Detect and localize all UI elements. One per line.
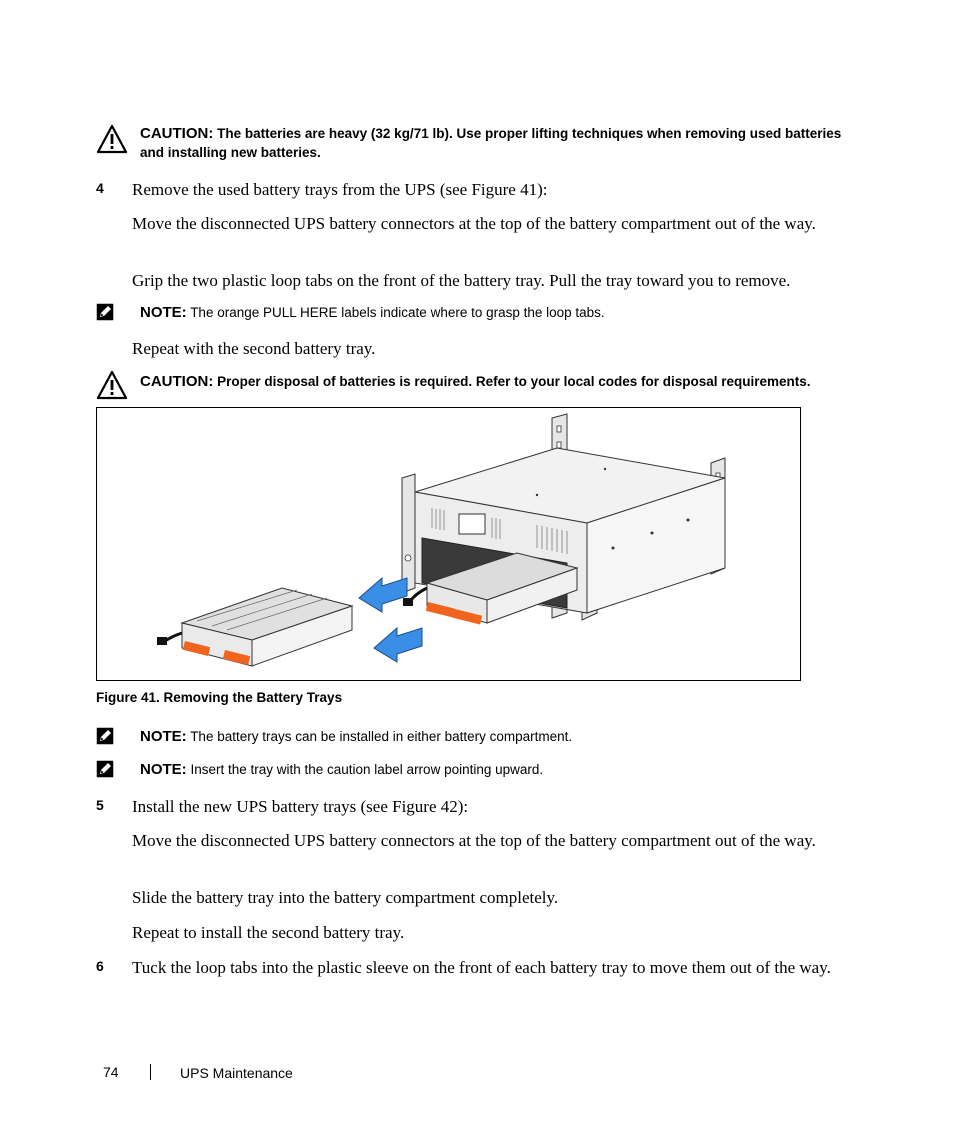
caution-label: CAUTION: [140, 373, 214, 390]
note-label: NOTE: [140, 728, 187, 745]
step-number: 4 [96, 180, 104, 196]
step-4-text: Remove the used battery trays from the U… [132, 180, 548, 199]
step-6: 6 [96, 957, 856, 981]
step-number: 5 [96, 797, 104, 813]
step-4: 4 [96, 179, 856, 203]
arrow-shape [358, 576, 408, 613]
repeat-text: Repeat with the second battery tray. [132, 339, 376, 358]
note-pencil-icon [96, 727, 114, 745]
step-6-text: Tuck the loop tabs into the plastic slee… [132, 958, 831, 977]
note-label: NOTE: [140, 761, 187, 778]
step-number: 6 [96, 958, 104, 974]
note-notice: NOTE: The orange PULL HERE labels indica… [96, 303, 856, 327]
footer-section-title: UPS Maintenance [180, 1065, 293, 1081]
step-5-paragraph-3: Repeat to install the second battery tra… [132, 923, 405, 942]
battery-tray-illustration [157, 413, 726, 667]
arrow-shape [373, 626, 423, 663]
warning-triangle-icon [96, 370, 128, 400]
caution-notice: CAUTION: Proper disposal of batteries is… [96, 370, 856, 400]
caution-label: CAUTION: [140, 125, 214, 142]
note-pencil-icon [96, 303, 114, 321]
figure-illustration [96, 407, 801, 681]
note-text: The battery trays can be installed in ei… [190, 729, 573, 744]
page-number: 74 [103, 1064, 119, 1080]
footer-divider [150, 1064, 151, 1080]
note-notice: NOTE: Insert the tray with the caution l… [96, 760, 856, 784]
caution-text: The batteries are heavy (32 kg/71 lb). U… [140, 126, 842, 160]
step-5-paragraph-2: Slide the battery tray into the battery … [132, 888, 559, 907]
step-5: 5 [96, 796, 856, 820]
note-pencil-icon [96, 760, 114, 778]
note-text: The orange PULL HERE labels indicate whe… [190, 305, 605, 320]
note-label: NOTE: [140, 304, 187, 321]
note-text: Insert the tray with the caution label a… [190, 762, 544, 777]
step-4-paragraph-1: Move the disconnected UPS battery connec… [132, 214, 816, 233]
step-4-paragraph-2: Grip the two plastic loop tabs on the fr… [132, 271, 791, 290]
warning-triangle-icon [96, 124, 128, 154]
step-5-paragraph-1: Move the disconnected UPS battery connec… [132, 831, 816, 850]
step-5-text: Install the new UPS battery trays (see F… [132, 797, 469, 816]
note-notice: NOTE: The battery trays can be installed… [96, 727, 856, 751]
figure-caption: Figure 41. Removing the Battery Trays [96, 690, 343, 705]
caution-text: Proper disposal of batteries is required… [217, 374, 811, 389]
caution-notice: CAUTION: The batteries are heavy (32 kg/… [96, 124, 856, 164]
